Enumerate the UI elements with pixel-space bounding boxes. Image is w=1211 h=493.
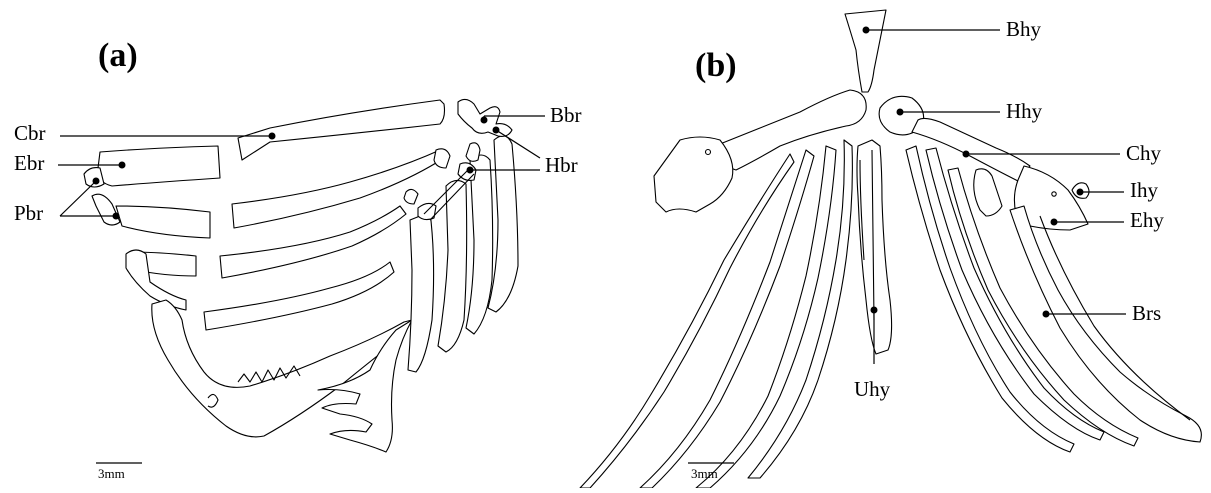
pharyngobranchial-1 xyxy=(84,168,104,187)
label-chy: Chy xyxy=(1126,141,1162,165)
annotation-hbr: Hbr xyxy=(467,127,578,178)
scale-label-a: 3mm xyxy=(98,466,125,481)
pointer-dot xyxy=(119,162,126,169)
panel-b-drawing xyxy=(580,10,1201,488)
panel-b: (b) xyxy=(580,10,1201,488)
pointer-dot xyxy=(1077,189,1084,196)
panel-a-drawing xyxy=(84,99,518,452)
pointer-dot xyxy=(467,167,474,174)
label-ihy: Ihy xyxy=(1130,178,1158,202)
leader-line xyxy=(60,181,96,216)
vertical-element-2 xyxy=(438,180,467,352)
label-ebr: Ebr xyxy=(14,151,44,175)
annotation-bhy: Bhy xyxy=(863,17,1042,41)
label-uhy: Uhy xyxy=(854,377,891,401)
hypobranchial-1 xyxy=(466,143,480,161)
panel-a-label: (a) xyxy=(98,37,138,74)
epibranchial-1 xyxy=(98,146,220,186)
basihyal xyxy=(845,10,886,92)
pointer-dot xyxy=(493,127,500,134)
pointer-dot xyxy=(863,27,870,34)
label-bbr: Bbr xyxy=(550,103,582,127)
label-brs: Brs xyxy=(1132,301,1161,325)
pointer-dot xyxy=(1043,311,1050,318)
label-hhy: Hhy xyxy=(1006,99,1043,123)
pointer-dot xyxy=(113,213,120,220)
pointer-dot xyxy=(871,307,878,314)
label-pbr: Pbr xyxy=(14,201,43,225)
scale-bar-a: 3mm xyxy=(96,463,142,481)
pharyngobranchial-2 xyxy=(92,194,120,225)
panel-a: (a) xyxy=(14,37,582,481)
label-cbr: Cbr xyxy=(14,121,46,145)
pointer-dot xyxy=(269,133,276,140)
hypobranchial-3 xyxy=(434,149,450,168)
annotation-cbr: Cbr xyxy=(14,121,276,145)
epihyal-left xyxy=(654,137,733,212)
ceratobranchial-1 xyxy=(238,100,445,160)
pointer-dot xyxy=(481,117,488,124)
pointer-dot xyxy=(93,178,100,185)
ceratohyal-block xyxy=(974,169,1002,216)
pointer-dot xyxy=(897,109,904,116)
panel-b-label: (b) xyxy=(695,47,737,84)
vertical-element-1 xyxy=(408,212,434,372)
scale-label-b: 3mm xyxy=(691,466,718,481)
label-ehy: Ehy xyxy=(1130,208,1164,232)
pointer-dot xyxy=(963,151,970,158)
epibranchial-2 xyxy=(116,206,210,238)
label-bhy: Bhy xyxy=(1006,17,1042,41)
small-element xyxy=(404,189,418,204)
pointer-dot xyxy=(1051,219,1058,226)
label-hbr: Hbr xyxy=(545,153,578,177)
